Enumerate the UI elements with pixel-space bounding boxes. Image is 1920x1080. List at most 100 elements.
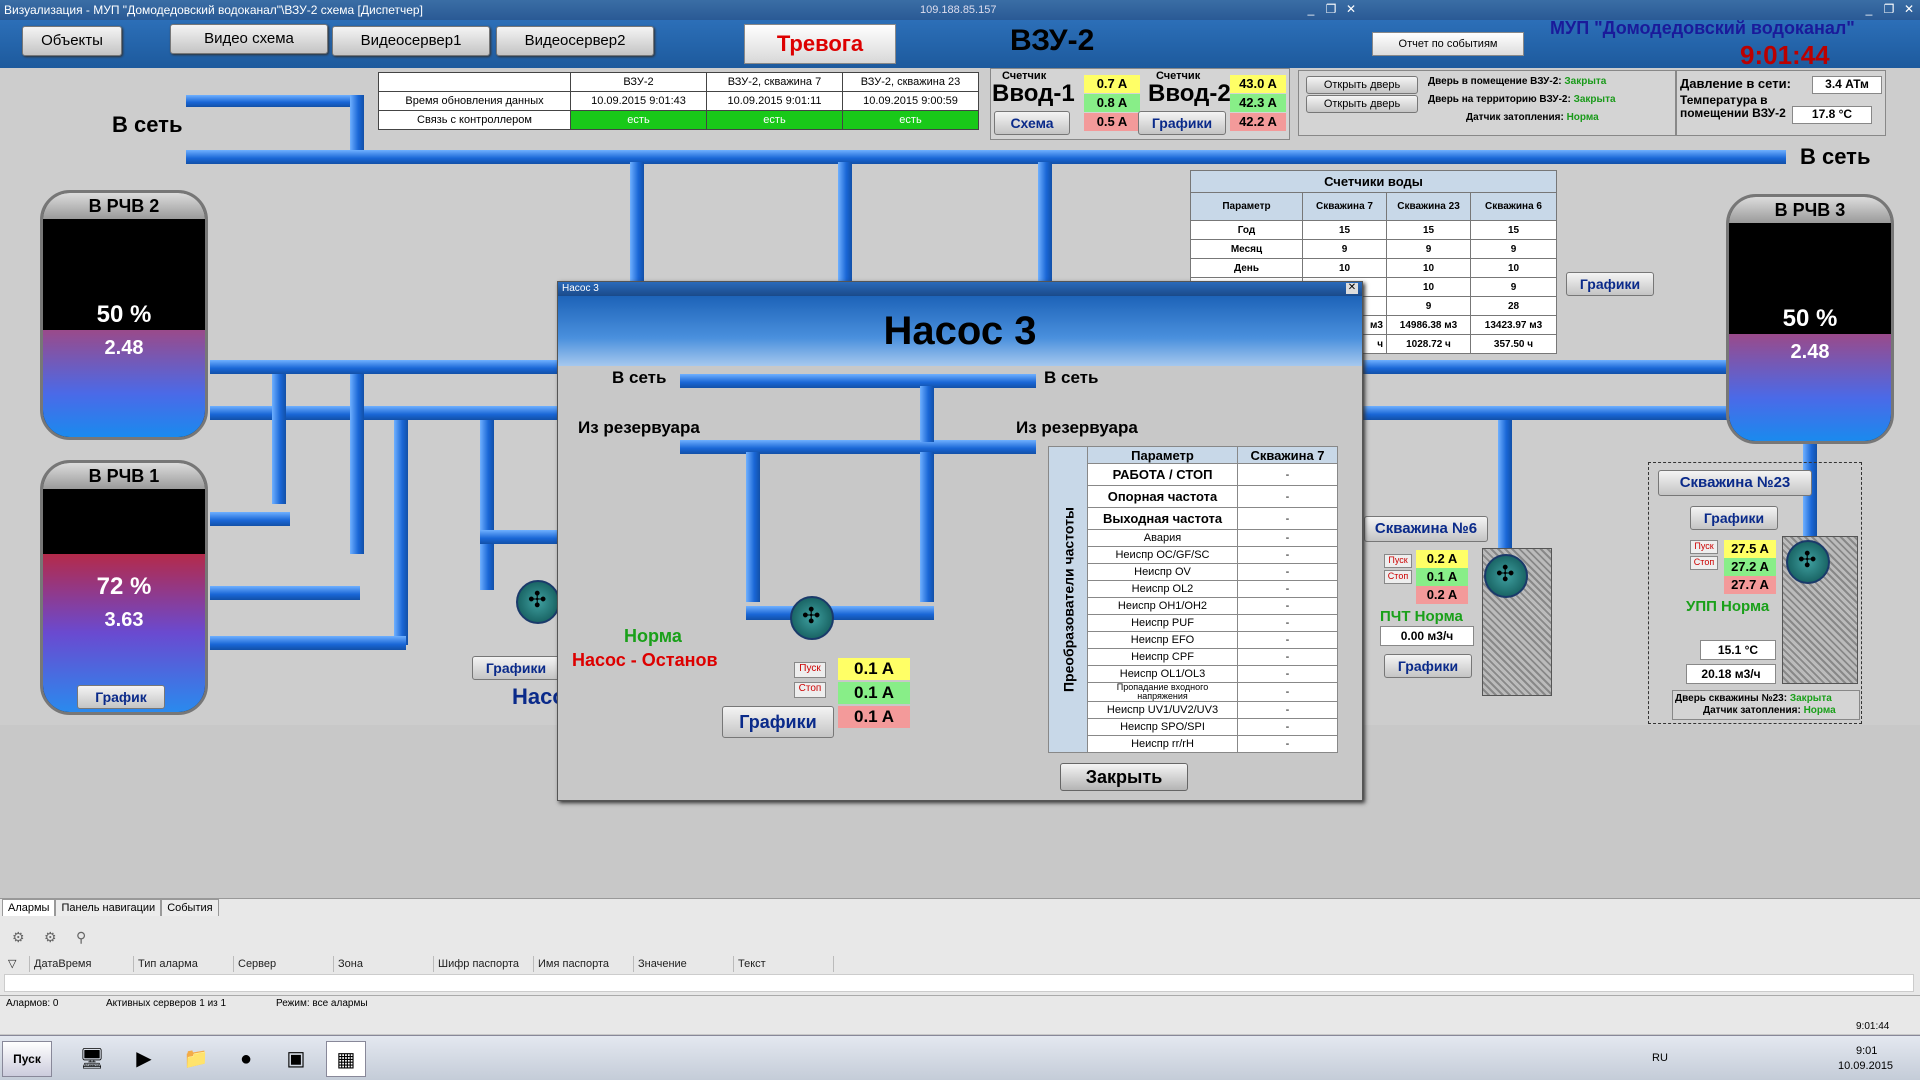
outer-minimize-button[interactable]: _ xyxy=(1865,2,1873,16)
stop-button[interactable]: Стоп xyxy=(1384,570,1412,584)
start-button[interactable]: Пуск xyxy=(1384,554,1412,568)
minimize-button[interactable]: _ xyxy=(1307,2,1315,16)
filter-icon[interactable]: ⚲ xyxy=(76,929,87,945)
pump-icon[interactable] xyxy=(1484,554,1528,598)
table-cell: Неиспр OL2 xyxy=(1087,580,1238,598)
tab-alarms[interactable]: Алармы xyxy=(2,899,56,916)
scheme-button[interactable]: Схема xyxy=(994,111,1070,135)
alarm-button[interactable]: Тревога xyxy=(744,24,896,64)
door-label: Дверь в помещение ВЗУ-2: xyxy=(1428,76,1562,87)
sort-icon[interactable]: ▽ xyxy=(4,956,30,972)
update-status-table: ВЗУ-2 ВЗУ-2, скважина 7 ВЗУ-2, скважина … xyxy=(378,72,979,130)
to-network-label: В сеть xyxy=(612,368,667,387)
firefox-icon[interactable]: ● xyxy=(239,1048,253,1070)
meter1-current: 0.8 A xyxy=(1084,94,1140,112)
well23-temperature: 15.1 °C xyxy=(1700,640,1776,660)
computer-icon[interactable]: 🖥 xyxy=(79,1048,105,1070)
event-report-button[interactable]: Отчет по событиям xyxy=(1372,32,1524,56)
objects-button[interactable]: Объекты xyxy=(22,26,122,56)
open-door-button-1[interactable]: Открыть дверь xyxy=(1306,76,1418,94)
well6-graphs-button[interactable]: Графики xyxy=(1384,654,1472,678)
outer-restore-button[interactable]: ❐ xyxy=(1883,2,1895,16)
tab-events[interactable]: События xyxy=(161,899,219,916)
scada-app-icon[interactable]: ▦ xyxy=(326,1041,366,1077)
column-header[interactable]: ДатаВремя xyxy=(30,956,134,972)
remote-ip: 109.188.85.157 xyxy=(920,4,997,16)
window-titlebar: Визуализация - МУП "Домодедовский водока… xyxy=(0,0,1920,20)
stop-button[interactable]: Стоп xyxy=(1690,556,1718,570)
column-header[interactable]: Значение xyxy=(634,956,734,972)
table-cell: - xyxy=(1237,701,1338,719)
table-cell: РАБОТА / СТОП xyxy=(1087,463,1238,486)
dialog-close-icon[interactable]: ✕ xyxy=(1346,282,1358,294)
restore-button[interactable]: ❐ xyxy=(1325,2,1337,16)
status-badge: есть xyxy=(842,110,979,130)
door-status: Закрыта xyxy=(1789,693,1832,704)
pipe xyxy=(680,374,1036,388)
tab-navigation[interactable]: Панель навигации xyxy=(55,899,162,916)
video-server1-button[interactable]: Видеосервер1 xyxy=(332,26,490,56)
column-header[interactable]: Сервер xyxy=(234,956,334,972)
table-cell: Неиспр OL1/OL3 xyxy=(1087,665,1238,683)
column-header[interactable]: Имя паспорта xyxy=(534,956,634,972)
table-cell: 10 xyxy=(1470,258,1557,278)
outer-close-button[interactable]: ✕ xyxy=(1903,2,1915,16)
column-header[interactable]: Шифр паспорта xyxy=(434,956,534,972)
video-scheme-button[interactable]: Видео схема xyxy=(170,24,328,54)
table-cell: - xyxy=(1237,718,1338,736)
powershell-icon[interactable]: ▶ xyxy=(136,1048,152,1070)
well6-title-button[interactable]: Скважина №6 xyxy=(1364,516,1488,542)
pipe xyxy=(920,386,934,442)
table-cell: 9 xyxy=(1470,277,1557,297)
table-row: Время обновления данных 10.09.2015 9:01:… xyxy=(378,91,979,111)
frequency-converter-table: Преобразователи частоты Параметр Скважин… xyxy=(1048,446,1338,753)
pump3-graphs-button[interactable]: Графики xyxy=(722,706,834,738)
well23-door-panel: Дверь скважины №23: Закрыта Датчик затоп… xyxy=(1672,690,1860,720)
ack-all-icon[interactable]: ⚙ xyxy=(44,929,57,945)
tank-rchv3[interactable]: В РЧВ 3 50 % 2.48 xyxy=(1726,194,1894,444)
tray-time[interactable]: 9:01 xyxy=(1856,1045,1878,1057)
water-counters-graphs-button[interactable]: Графики xyxy=(1566,272,1654,296)
ack-icon[interactable]: ⚙ xyxy=(12,929,25,945)
table-header: ВЗУ-2, скважина 7 xyxy=(706,72,843,92)
tank-rchv2[interactable]: В РЧВ 2 50 % 2.48 xyxy=(40,190,208,440)
app-icon[interactable]: ▣ xyxy=(286,1048,306,1070)
pump-icon[interactable] xyxy=(790,596,834,640)
column-header[interactable]: Зона xyxy=(334,956,434,972)
start-button[interactable]: Пуск xyxy=(1690,540,1718,554)
pump-graphs-button[interactable]: Графики xyxy=(472,656,560,680)
language-indicator[interactable]: RU xyxy=(1652,1052,1668,1064)
stop-button[interactable]: Стоп xyxy=(794,682,826,698)
well23-graphs-button[interactable]: Графики xyxy=(1690,506,1778,530)
pipe xyxy=(272,374,286,504)
table-row: Авария- xyxy=(1049,529,1338,547)
pump-state: Насос - Останов xyxy=(572,650,718,670)
pipe xyxy=(1360,406,1730,420)
well23-current: 27.5 A xyxy=(1724,540,1776,558)
alarm-columns: ▽ ДатаВремя Тип аларма Сервер Зона Шифр … xyxy=(4,956,834,972)
alarm-list[interactable] xyxy=(4,974,1914,992)
pipe xyxy=(630,162,644,287)
table-cell: - xyxy=(1237,546,1338,564)
close-window-button[interactable]: ✕ xyxy=(1345,2,1357,16)
pressure-panel xyxy=(1676,70,1886,136)
open-door-button-2[interactable]: Открыть дверь xyxy=(1306,95,1418,113)
pump-icon[interactable] xyxy=(516,580,560,624)
folder-icon[interactable]: 📁 xyxy=(183,1048,209,1070)
well23-title-button[interactable]: Скважина №23 xyxy=(1658,470,1812,496)
tank-graph-button[interactable]: График xyxy=(77,685,165,709)
side-label: Преобразователи частоты xyxy=(1048,446,1088,753)
table-header: ВЗУ-2, скважина 23 xyxy=(842,72,979,92)
video-server2-button[interactable]: Видеосервер2 xyxy=(496,26,654,56)
close-dialog-button[interactable]: Закрыть xyxy=(1060,763,1188,791)
table-cell: 357.50 ч xyxy=(1470,334,1557,354)
table-cell: Неиспр CPF xyxy=(1087,648,1238,666)
start-button[interactable]: Пуск xyxy=(794,662,826,678)
column-header[interactable]: Тип аларма xyxy=(134,956,234,972)
start-button[interactable]: Пуск xyxy=(2,1041,52,1077)
meter2-graphs-button[interactable]: Графики xyxy=(1138,111,1226,135)
column-header[interactable]: Текст xyxy=(734,956,834,972)
tray-date[interactable]: 10.09.2015 xyxy=(1838,1060,1894,1072)
tank-rchv1[interactable]: В РЧВ 1 72 % 3.63 График xyxy=(40,460,208,715)
pump-icon[interactable] xyxy=(1786,540,1830,584)
